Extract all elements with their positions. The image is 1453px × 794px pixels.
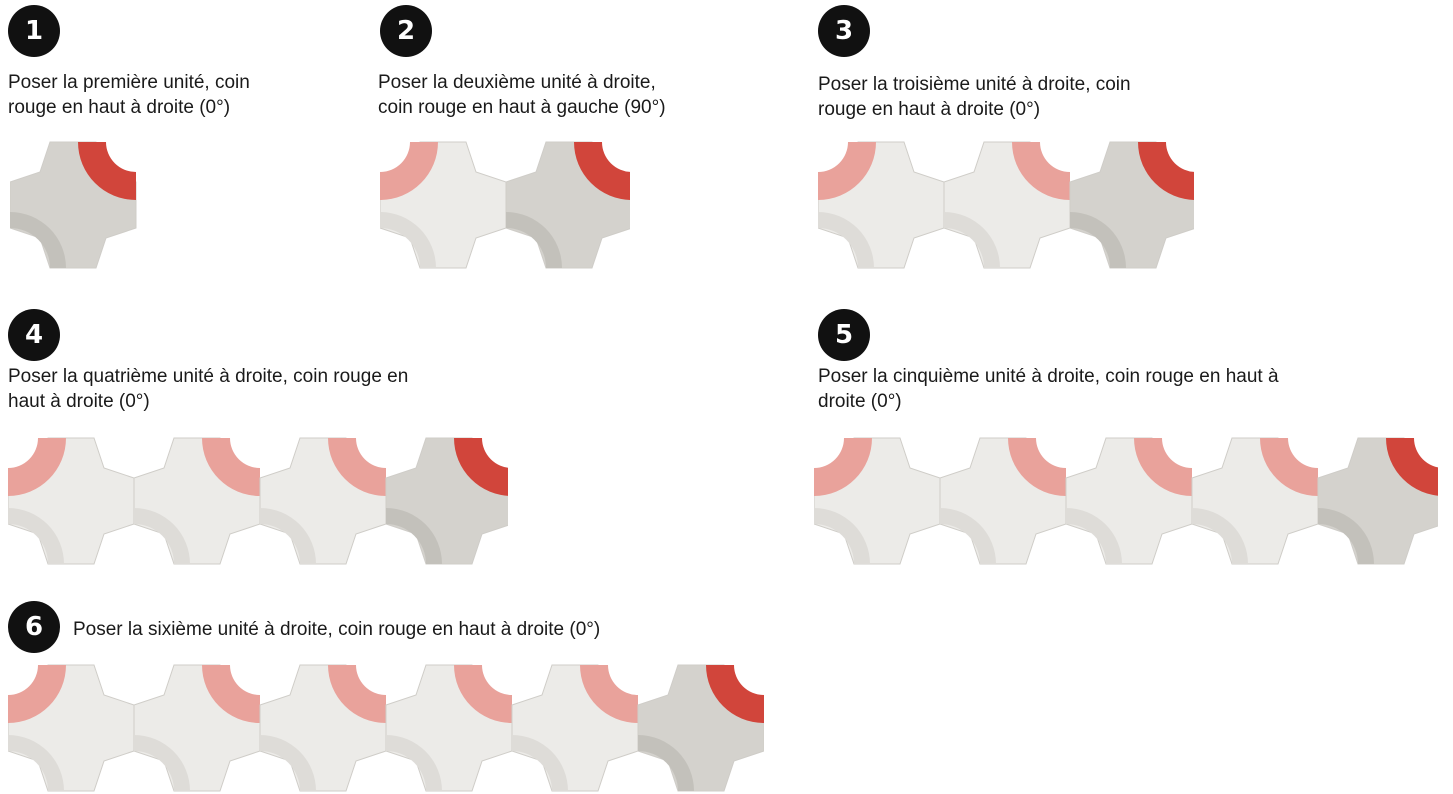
tile-body bbox=[944, 142, 1070, 268]
tile-notch bbox=[1040, 538, 1092, 565]
step-instruction: Poser la deuxième unité à droite, coin r… bbox=[378, 70, 666, 120]
instruction-line: rouge en haut à droite (0°) bbox=[818, 97, 1131, 122]
tile-body bbox=[8, 438, 134, 564]
tile-body bbox=[638, 665, 764, 791]
tile-notch bbox=[486, 765, 538, 792]
tile-notch bbox=[1044, 242, 1096, 269]
step-number-badge: 6 bbox=[8, 601, 60, 653]
tile-notch bbox=[8, 538, 34, 565]
tile-body bbox=[1066, 438, 1192, 564]
tile-notch bbox=[110, 242, 138, 269]
tile-body bbox=[1070, 142, 1194, 268]
tile-notch bbox=[480, 141, 532, 168]
tile-body bbox=[814, 438, 940, 564]
instruction-line: Poser la cinquième unité à droite, coin … bbox=[818, 364, 1279, 389]
tile-notch bbox=[234, 765, 286, 792]
tile-notch bbox=[738, 765, 764, 792]
instruction-line: Poser la première unité, coin bbox=[8, 70, 250, 95]
tile-notch bbox=[914, 437, 966, 464]
tile-notch bbox=[480, 242, 532, 269]
tile-assembly-image bbox=[380, 141, 630, 269]
step-number-badge: 5 bbox=[818, 309, 870, 361]
tile-notch bbox=[360, 437, 412, 464]
tile-notch bbox=[1292, 437, 1344, 464]
tile-notch bbox=[108, 538, 160, 565]
instruction-line: haut à droite (0°) bbox=[8, 389, 408, 414]
tile-notch bbox=[10, 141, 36, 168]
tile-body bbox=[134, 665, 260, 791]
tile-notch bbox=[1166, 538, 1218, 565]
tile-notch bbox=[360, 765, 412, 792]
tile-unit bbox=[10, 141, 138, 269]
tile-notch bbox=[918, 141, 970, 168]
tile-notch bbox=[918, 242, 970, 269]
tile-notch bbox=[818, 242, 844, 269]
step-instruction: Poser la troisième unité à droite, coin … bbox=[818, 72, 1131, 122]
tile-notch bbox=[612, 765, 664, 792]
tile-body bbox=[512, 665, 638, 791]
tile-body bbox=[818, 142, 944, 268]
tile-notch bbox=[1418, 538, 1438, 565]
tile-body bbox=[386, 438, 508, 564]
step-instruction: Poser la quatrième unité à droite, coin … bbox=[8, 364, 408, 414]
tile-notch bbox=[360, 538, 412, 565]
instruction-line: rouge en haut à droite (0°) bbox=[8, 95, 250, 120]
tile-body bbox=[10, 142, 136, 268]
instruction-line: droite (0°) bbox=[818, 389, 1279, 414]
tile-body bbox=[260, 665, 386, 791]
tile-body bbox=[506, 142, 630, 268]
step-instruction: Poser la première unité, coin rouge en h… bbox=[8, 70, 250, 120]
tile-notch bbox=[108, 765, 160, 792]
tile-notch bbox=[914, 538, 966, 565]
tile-body bbox=[134, 438, 260, 564]
tile-notch bbox=[1040, 437, 1092, 464]
tile-notch bbox=[486, 538, 508, 565]
tile-notch bbox=[1044, 141, 1096, 168]
tile-assembly-image bbox=[814, 437, 1438, 565]
tile-body bbox=[1192, 438, 1318, 564]
tile-notch bbox=[1166, 437, 1218, 464]
instruction-line: Poser la sixième unité à droite, coin ro… bbox=[73, 617, 600, 642]
step-number-badge: 2 bbox=[380, 5, 432, 57]
step-number-badge: 1 bbox=[8, 5, 60, 57]
instruction-line: Poser la deuxième unité à droite, bbox=[378, 70, 666, 95]
tile-body bbox=[386, 665, 512, 791]
tile-notch bbox=[1170, 242, 1194, 269]
instruction-line: coin rouge en haut à gauche (90°) bbox=[378, 95, 666, 120]
tile-assembly-image bbox=[8, 664, 764, 792]
tile-body bbox=[260, 438, 386, 564]
tile-notch bbox=[8, 765, 34, 792]
step-number-badge: 4 bbox=[8, 309, 60, 361]
step-instruction: Poser la cinquième unité à droite, coin … bbox=[818, 364, 1279, 414]
tile-notch bbox=[814, 538, 840, 565]
tile-notch bbox=[108, 437, 160, 464]
tile-assembly-image bbox=[10, 141, 138, 269]
tile-body bbox=[940, 438, 1066, 564]
tile-notch bbox=[1292, 538, 1344, 565]
tile-notch bbox=[612, 664, 664, 691]
instruction-line: Poser la troisième unité à droite, coin bbox=[818, 72, 1131, 97]
tile-notch bbox=[360, 664, 412, 691]
tile-body bbox=[380, 142, 506, 268]
tile-notch bbox=[108, 664, 160, 691]
tile-notch bbox=[10, 242, 36, 269]
tile-notch bbox=[380, 242, 406, 269]
tile-assembly-image bbox=[818, 141, 1194, 269]
tile-notch bbox=[234, 538, 286, 565]
tile-notch bbox=[234, 664, 286, 691]
tile-notch bbox=[234, 437, 286, 464]
step-instruction: Poser la sixième unité à droite, coin ro… bbox=[73, 617, 600, 642]
tile-assembly-image bbox=[8, 437, 508, 565]
step-number-badge: 3 bbox=[818, 5, 870, 57]
tile-notch bbox=[486, 664, 538, 691]
tile-body bbox=[8, 665, 134, 791]
tile-notch bbox=[606, 242, 630, 269]
instruction-line: Poser la quatrième unité à droite, coin … bbox=[8, 364, 408, 389]
